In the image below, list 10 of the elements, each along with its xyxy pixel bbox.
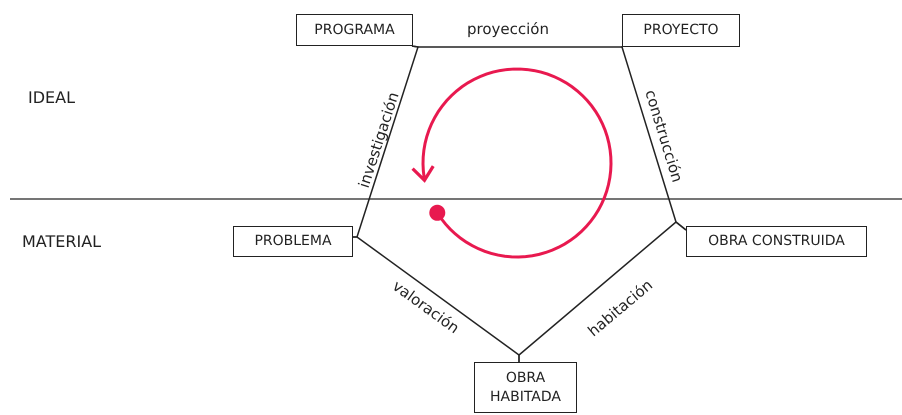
pentagon-side [412, 45, 623, 48]
stage-box: PROGRAMA [296, 14, 413, 46]
edge-label: proyección [467, 20, 549, 38]
pentagon-side [353, 236, 520, 362]
stage-box: PROBLEMA [233, 226, 353, 257]
zone-label: MATERIAL [22, 232, 102, 251]
stage-box: OBRA CONSTRUIDA [686, 226, 867, 257]
zone-label: IDEAL [28, 88, 76, 107]
stage-box: PROYECTO [622, 14, 740, 47]
stage-box: OBRA HABITADA [474, 362, 577, 413]
